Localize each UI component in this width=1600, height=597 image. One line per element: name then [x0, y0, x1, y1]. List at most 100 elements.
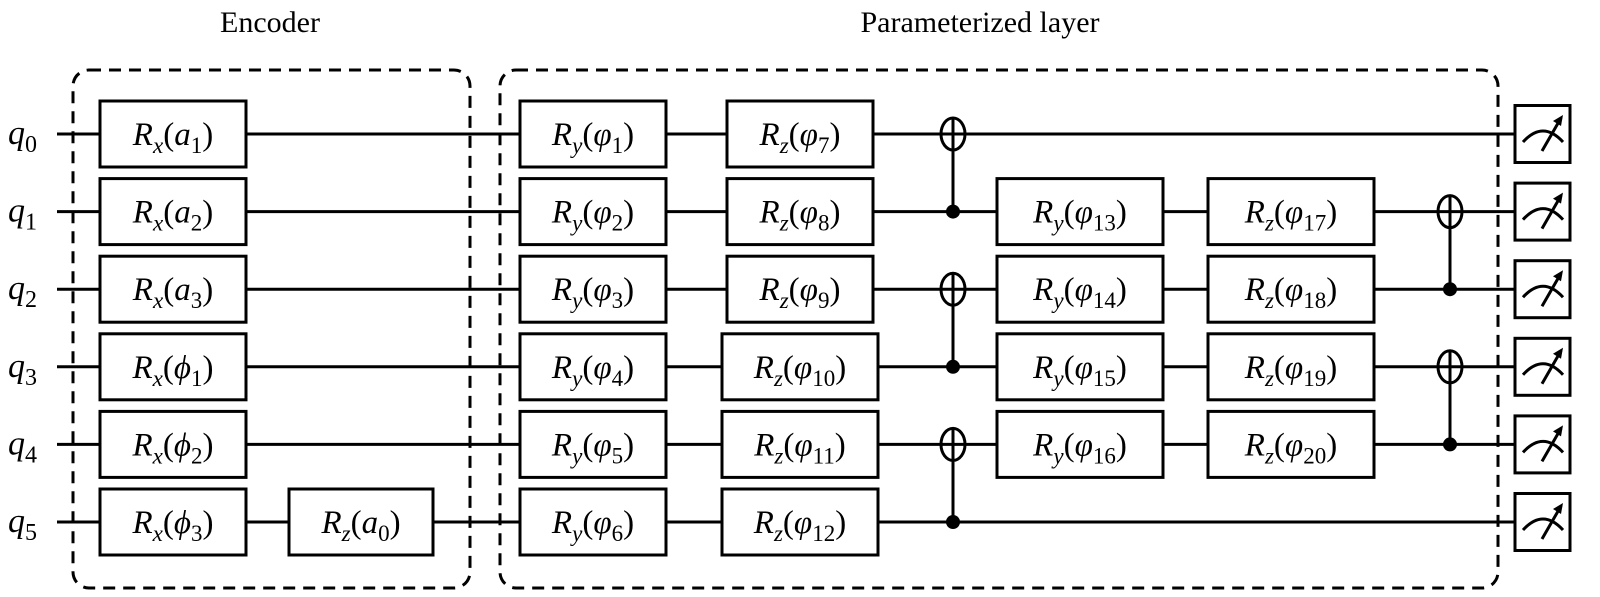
gate-box: [725, 177, 875, 247]
gate-label: Ry(φ16): [1032, 427, 1127, 468]
gate-box: [1206, 332, 1376, 402]
qubit-label-q0: q0: [8, 115, 37, 158]
gate-box: [518, 409, 668, 479]
gate-box: [720, 409, 880, 479]
cnot-q3-to-q2: [939, 271, 967, 374]
measurement-q5: [1513, 492, 1572, 552]
gate-label: Ry(φ14): [1032, 272, 1127, 313]
gate-label: Rx(a3): [132, 272, 213, 313]
gate-box: [98, 332, 248, 402]
gate-label: Ry(φ3): [551, 272, 634, 313]
encoder-gate-Rx-ϕ3: Rx(ϕ3): [98, 487, 248, 557]
measurement-q4: [1513, 414, 1572, 475]
qubit-label-q4: q4: [8, 425, 37, 468]
gate-label: Rz(φ12): [753, 505, 846, 546]
gate-box: [995, 409, 1165, 479]
gate-label: Rx(ϕ1): [132, 350, 214, 391]
meter-arc-icon: [1521, 284, 1565, 299]
cnot-q1-to-q0: [939, 116, 967, 219]
layer-gate-Rz-φ18: Rz(φ18): [1206, 254, 1376, 324]
gate-box: [98, 99, 248, 169]
gate-label: Ry(φ15): [1032, 350, 1127, 391]
layer-gate-Ry-φ4: Ry(φ4): [518, 332, 668, 402]
meter-arrowhead-icon: [1553, 192, 1563, 204]
gate-label: Rx(ϕ3): [132, 505, 214, 546]
meter-arc-icon: [1521, 362, 1565, 376]
measurements: [1513, 104, 1572, 552]
gate-box: [98, 254, 248, 324]
meter-box: [1513, 181, 1572, 242]
gate-box: [518, 254, 668, 324]
layer-gate-Ry-φ5: Ry(φ5): [518, 409, 668, 479]
gate-box: [98, 177, 248, 247]
gate-box: [720, 332, 880, 402]
measurement-q3: [1513, 336, 1572, 397]
layer-gate-Ry-φ14: Ry(φ14): [995, 254, 1165, 324]
gate-label: Ry(φ1): [551, 117, 634, 158]
meter-arc-icon: [1521, 207, 1565, 221]
meter-box: [1513, 259, 1572, 320]
encoder-gate-Rz-a0: Rz(a0): [287, 487, 435, 557]
encoder-gate-Rx-ϕ2: Rx(ϕ2): [98, 409, 248, 479]
layer-gate-Ry-φ6: Ry(φ6): [518, 487, 668, 557]
gate-box: [518, 487, 668, 557]
gate-label: Rx(a2): [132, 195, 213, 236]
gate-label: Rz(φ19): [1244, 350, 1337, 391]
gate-label: Ry(φ6): [551, 505, 634, 546]
encoder-gate-Rx-a2: Rx(a2): [98, 177, 248, 247]
gate-box: [518, 332, 668, 402]
measurement-q1: [1513, 181, 1572, 242]
gate-box: [725, 254, 875, 324]
gate-label: Ry(φ2): [551, 195, 634, 236]
layer-gate-Ry-φ2: Ry(φ2): [518, 177, 668, 247]
layer-gate-Rz-φ20: Rz(φ20): [1206, 409, 1376, 479]
gate-box: [98, 409, 248, 479]
encoder-title: Encoder: [220, 6, 320, 39]
layer-gate-Rz-φ8: Rz(φ8): [725, 177, 875, 247]
cnot-q4-to-q3: [1436, 349, 1464, 452]
cnot-q2-to-q1: [1436, 194, 1464, 297]
measurement-q2: [1513, 259, 1572, 320]
qubit-label-q3: q3: [8, 348, 37, 391]
gate-box: [720, 487, 880, 557]
qubit-label-q2: q2: [8, 270, 37, 313]
meter-arrowhead-icon: [1553, 347, 1563, 359]
meter-arrowhead-icon: [1553, 425, 1563, 437]
gate-label: Rz(φ9): [759, 272, 841, 313]
gate-label: Ry(φ13): [1032, 195, 1127, 236]
gate-box: [1206, 254, 1376, 324]
gate-box: [1206, 409, 1376, 479]
gate-box: [995, 177, 1165, 247]
gate-label: Rz(φ10): [753, 350, 846, 391]
meter-arrowhead-icon: [1553, 115, 1563, 126]
gate-box: [725, 99, 875, 169]
gate-box: [1206, 177, 1376, 247]
layer-gate-Rz-φ11: Rz(φ11): [720, 409, 880, 479]
control-dot: [1443, 437, 1457, 452]
encoder-group-box: [71, 68, 472, 590]
meter-box: [1513, 414, 1572, 475]
layer-gate-Rz-φ10: Rz(φ10): [720, 332, 880, 402]
layer-gate-Ry-φ15: Ry(φ15): [995, 332, 1165, 402]
encoder-gate-Rx-a1: Rx(a1): [98, 99, 248, 169]
qubit-label-q5: q5: [8, 503, 37, 546]
gate-box: [98, 487, 248, 557]
meter-box: [1513, 104, 1572, 164]
gate-box: [995, 254, 1165, 324]
layer-gate-Ry-φ16: Ry(φ16): [995, 409, 1165, 479]
layer-gate-Rz-φ17: Rz(φ17): [1206, 177, 1376, 247]
meter-box: [1513, 492, 1572, 552]
meter-arc-icon: [1521, 129, 1565, 144]
parameterized-layer-title: Parameterized layer: [860, 6, 1099, 39]
layer-gate-Ry-φ13: Ry(φ13): [995, 177, 1165, 247]
parameterized-layer-group-box: [498, 68, 1500, 590]
meter-box: [1513, 336, 1572, 397]
cnot-gates: [939, 116, 1464, 529]
gate-label: Ry(φ4): [551, 350, 634, 391]
layer-gate-Ry-φ3: Ry(φ3): [518, 254, 668, 324]
gate-label: Rz(φ20): [1244, 427, 1337, 468]
control-dot: [946, 515, 960, 529]
layer-gate-Ry-φ1: Ry(φ1): [518, 99, 668, 169]
